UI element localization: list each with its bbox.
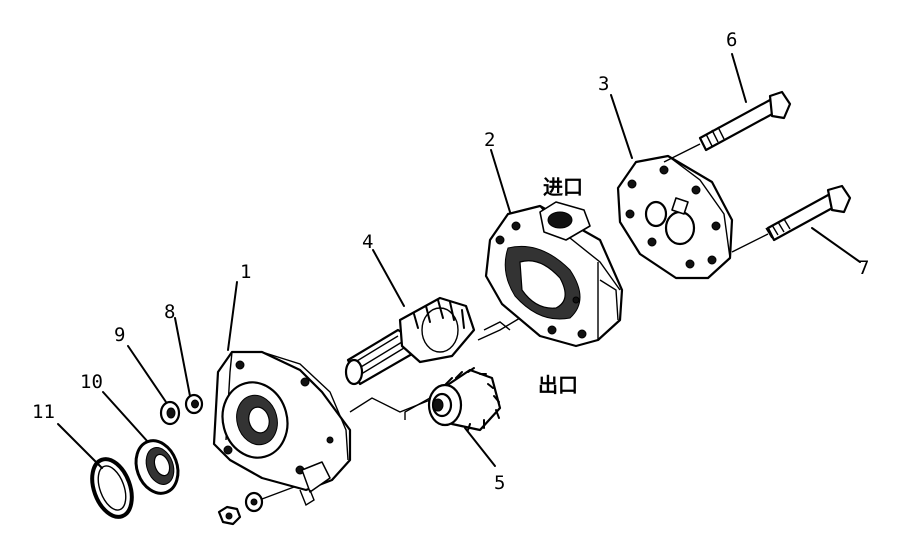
callout-9: 9: [114, 324, 125, 346]
leader-9: [127, 345, 167, 403]
leader-7: [811, 227, 861, 263]
leader-4: [372, 249, 405, 307]
part-3-rear-cover: [616, 154, 734, 280]
assembly-line-outlet: [483, 321, 511, 331]
part-7-bolt-lower: [731, 184, 852, 253]
assembly-line-upper: [477, 317, 521, 341]
callout-6: 6: [726, 29, 737, 51]
callout-1: 1: [240, 261, 251, 283]
part-1-front-cover: [212, 350, 352, 507]
leader-10: [102, 391, 149, 443]
part-6-bolt-upper: [663, 90, 792, 163]
leader-6: [731, 53, 747, 103]
callout-7: 7: [858, 257, 869, 279]
callout-8: 8: [164, 301, 175, 323]
callout-11: 11: [32, 401, 55, 423]
callout-10: 10: [80, 371, 103, 393]
callout-5: 5: [494, 472, 505, 494]
assembly-line-gear: [349, 397, 431, 413]
part-5-driven-gear: [404, 367, 502, 432]
part-11-snap-ring: [90, 457, 134, 519]
callout-2: 2: [484, 129, 495, 151]
leader-8: [174, 317, 191, 397]
lower-washer: [244, 491, 264, 513]
leader-1: [227, 281, 238, 351]
inlet-label: 进口: [543, 175, 583, 199]
part-10-oil-seal: [134, 439, 180, 495]
outlet-label: 出口: [538, 373, 578, 397]
leader-2: [490, 149, 511, 213]
part-4-drive-shaft: [344, 296, 476, 386]
part-2-pump-body: [484, 201, 624, 348]
part-8-washer: [184, 393, 204, 415]
callout-3: 3: [598, 73, 609, 95]
leader-3: [610, 94, 633, 159]
leader-lines: [57, 53, 861, 469]
leader-11: [57, 423, 103, 469]
part-9-nut: [159, 400, 181, 426]
leader-5: [464, 427, 496, 467]
callout-4: 4: [362, 231, 373, 253]
lower-nut: [217, 505, 242, 526]
